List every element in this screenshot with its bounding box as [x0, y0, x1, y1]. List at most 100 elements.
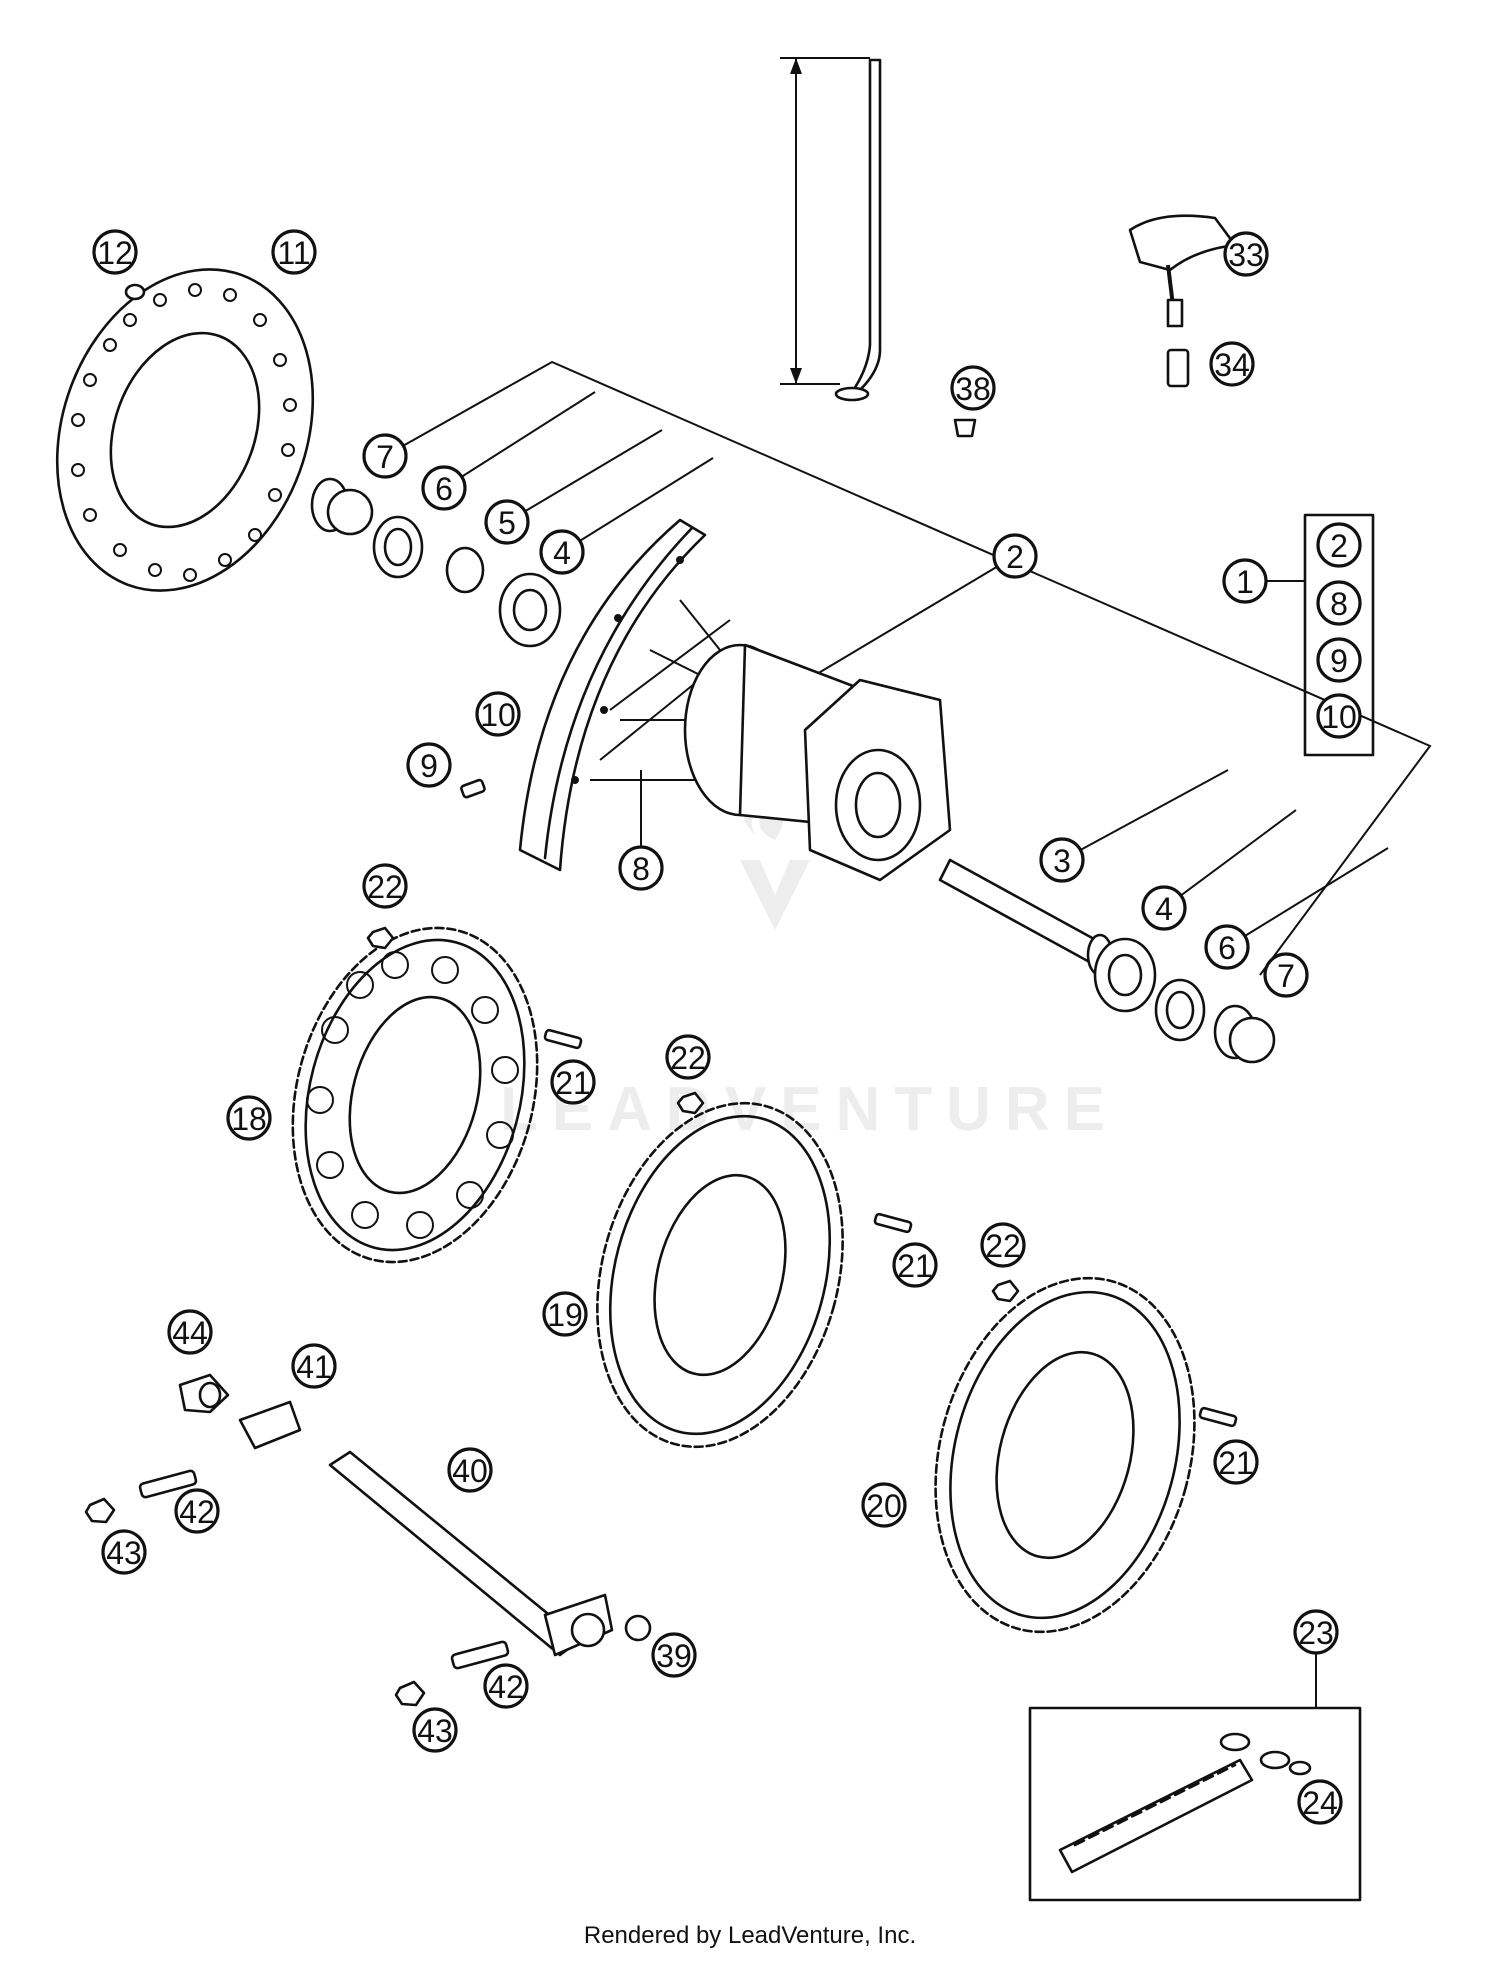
wheel-hub: [683, 643, 952, 882]
watermark-text: LEADVENTURE: [500, 1075, 1119, 1144]
part-callout-38: 38: [950, 365, 996, 411]
part-callout-19: 19: [542, 1291, 588, 1337]
spoke-dimension: [780, 57, 882, 402]
svg-text:9: 9: [1330, 643, 1348, 679]
callout-number: 21: [1218, 1445, 1254, 1481]
callout-number: 43: [417, 1713, 453, 1749]
part-callout-21: 21: [892, 1242, 938, 1288]
sprocket-screw: [873, 1212, 913, 1234]
part-callout-2: 2: [992, 533, 1038, 579]
sprocket-nut: [366, 926, 395, 950]
svg-text:2: 2: [1330, 528, 1348, 564]
part-callout-10: 10: [475, 691, 521, 737]
part-callout-5: 5: [484, 499, 530, 545]
callout-number: 22: [985, 1228, 1021, 1264]
sprocket-small-windows: [934, 1276, 1196, 1634]
part-callout-12: 12: [92, 229, 138, 275]
callout-number: 21: [897, 1248, 933, 1284]
circlip: [445, 546, 485, 594]
callout-number: 33: [1228, 237, 1264, 273]
callout-number: 12: [97, 235, 133, 271]
tire-valve: [1128, 214, 1237, 328]
part-callout-42: 42: [174, 1488, 220, 1534]
adjuster-screw: [450, 1640, 510, 1670]
kit-callout: 2: [1316, 522, 1362, 568]
part-callout-33: 33: [1223, 231, 1269, 277]
callout-number: 9: [420, 748, 438, 784]
callout-number: 24: [1302, 1785, 1338, 1821]
right-shaft-seal: [1154, 978, 1206, 1042]
part-callout-43: 43: [101, 1529, 147, 1575]
watermark-logo: LEADVENTURE: [500, 780, 1119, 1144]
kit-callout: 9: [1316, 637, 1362, 683]
callout-number: 3: [1053, 843, 1071, 879]
disc-bolt: [124, 283, 146, 301]
svg-text:10: 10: [1321, 699, 1357, 735]
part-callout-44: 44: [167, 1309, 213, 1355]
callout-number: 5: [498, 505, 516, 541]
callout-number: 42: [488, 1669, 524, 1705]
kit-callout: 8: [1316, 580, 1362, 626]
sprocket-screw: [543, 1028, 583, 1050]
callout-number: 11: [277, 235, 310, 271]
sprocket-nut: [991, 1279, 1020, 1303]
callout-number: 8: [632, 851, 650, 887]
callout-number: 42: [179, 1494, 215, 1530]
part-callout-4: 4: [539, 529, 585, 575]
part-callout-7: 7: [362, 433, 408, 479]
part-callout-24: 24: [1297, 1779, 1343, 1825]
part-callout-6: 6: [421, 465, 467, 511]
adjuster-nut: [394, 1680, 426, 1707]
callout-number: 38: [955, 371, 991, 407]
callout-number: 43: [106, 1535, 142, 1571]
part-callout-39: 39: [651, 1632, 697, 1678]
adjuster-screw: [138, 1469, 198, 1499]
callout-number: 44: [172, 1315, 208, 1351]
part-callout-40: 40: [447, 1447, 493, 1493]
part-callout-34: 34: [1209, 341, 1255, 387]
valve-nut: [1166, 348, 1190, 388]
left-axle-spacer: [310, 477, 374, 536]
rim: [518, 518, 707, 872]
part-callout-9: 9: [406, 742, 452, 788]
callout-number: 2: [1006, 539, 1024, 575]
rim-lock-bolt: [460, 778, 486, 799]
part-callout-8: 8: [618, 845, 664, 891]
part-callout-4: 4: [1141, 885, 1187, 931]
part-callout-11: 11: [271, 229, 317, 275]
spindle-plug: [624, 1614, 652, 1642]
part-callout-7: 7: [1263, 952, 1309, 998]
part-callout-21: 21: [550, 1059, 596, 1105]
callout-number: 23: [1298, 1615, 1334, 1651]
part-callout-3: 3: [1039, 837, 1085, 883]
callout-number: 39: [656, 1638, 692, 1674]
callout-number: 1: [1236, 564, 1254, 600]
hub-distance-sleeve: [938, 858, 1114, 977]
part-callout-6: 6: [1204, 924, 1250, 970]
valve-cap: [953, 418, 977, 438]
complete-wheel-kit-box: 2 8 9 10: [1266, 513, 1375, 757]
sprocket-large-holes: [291, 926, 539, 1264]
sprocket-medium: [596, 1101, 844, 1449]
callout-number: 4: [553, 535, 571, 571]
callout-number: 19: [547, 1297, 583, 1333]
callout-number: 21: [555, 1065, 591, 1101]
callout-number: 22: [670, 1040, 706, 1076]
callout-number: 6: [1218, 930, 1236, 966]
part-callout-22: 22: [665, 1034, 711, 1080]
callout-number: 4: [1155, 891, 1173, 927]
brake-disc: [55, 268, 315, 592]
adjuster-nut: [84, 1497, 116, 1524]
render-credit: Rendered by LeadVenture, Inc.: [583, 1922, 917, 1949]
wheel-spindle: [328, 1450, 614, 1657]
part-callout-21: 21: [1213, 1439, 1259, 1485]
part-callout-18: 18: [226, 1095, 272, 1141]
sprocket-nut: [676, 1091, 705, 1115]
callout-number: 10: [480, 697, 516, 733]
callout-number: 41: [296, 1349, 332, 1385]
sprocket-screw: [1198, 1406, 1238, 1428]
part-callout-22: 22: [362, 863, 408, 909]
callout-number: 18: [231, 1101, 267, 1137]
right-axle-spacer: [1213, 1004, 1276, 1064]
